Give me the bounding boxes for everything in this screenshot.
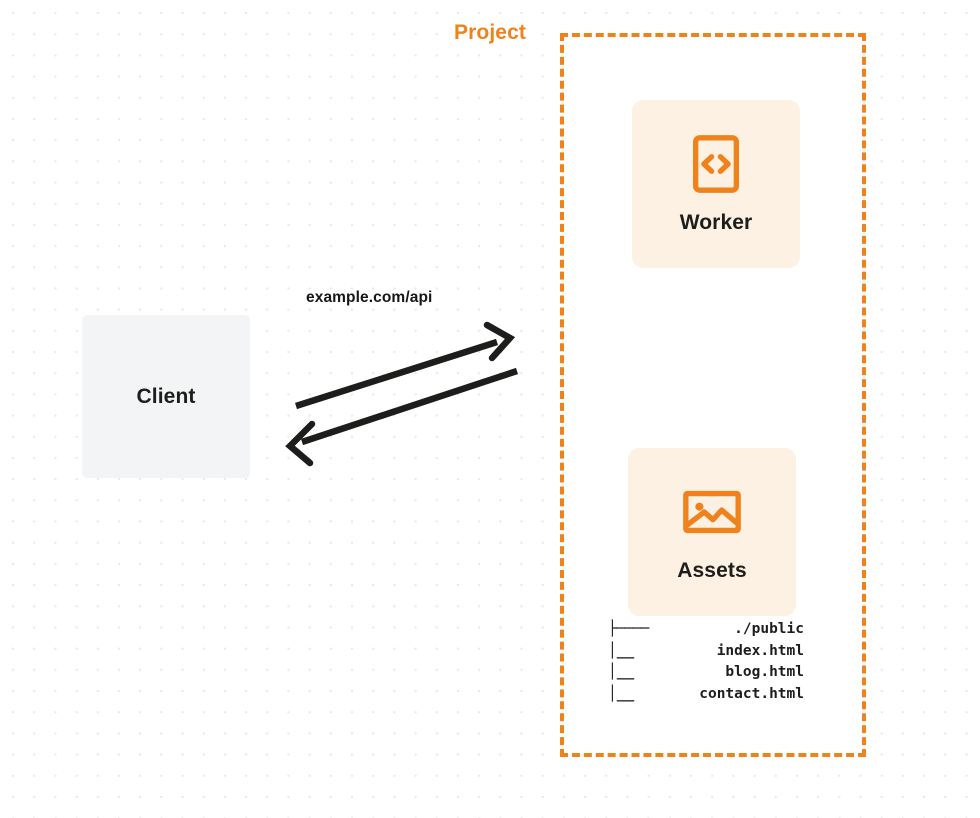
- image-icon: [681, 481, 743, 543]
- assets-file-tree: ├──── ./public │__ index.html │__ blog.h…: [608, 619, 804, 705]
- tree-branch-glyph: │__: [608, 685, 635, 702]
- project-title: Project: [447, 21, 533, 45]
- connection-label: example.com/api: [306, 289, 433, 306]
- tree-branch-glyph: ├────: [608, 621, 649, 637]
- worker-card[interactable]: Worker: [632, 100, 800, 268]
- file-tree-row: │__ contact.html: [608, 684, 804, 706]
- tree-node-name: blog.html: [725, 664, 804, 680]
- file-tree-row: │__ blog.html: [608, 662, 804, 684]
- tree-branch-glyph: │__: [608, 642, 635, 659]
- arrow-project-to-client: [285, 367, 519, 467]
- tree-node-name: contact.html: [699, 685, 804, 702]
- assets-card[interactable]: Assets: [628, 448, 796, 616]
- client-label: Client: [136, 384, 196, 408]
- assets-label: Assets: [677, 559, 747, 582]
- arrow-client-to-project: [295, 321, 516, 410]
- file-tree-row: │__ index.html: [608, 641, 804, 663]
- tree-node-name: ./public: [734, 621, 804, 637]
- tree-node-name: index.html: [716, 642, 804, 659]
- code-document-icon: [685, 133, 747, 195]
- client-node[interactable]: Client: [82, 315, 250, 478]
- tree-branch-glyph: │__: [608, 664, 635, 680]
- file-tree-row: ├──── ./public: [608, 619, 804, 641]
- worker-label: Worker: [679, 211, 753, 234]
